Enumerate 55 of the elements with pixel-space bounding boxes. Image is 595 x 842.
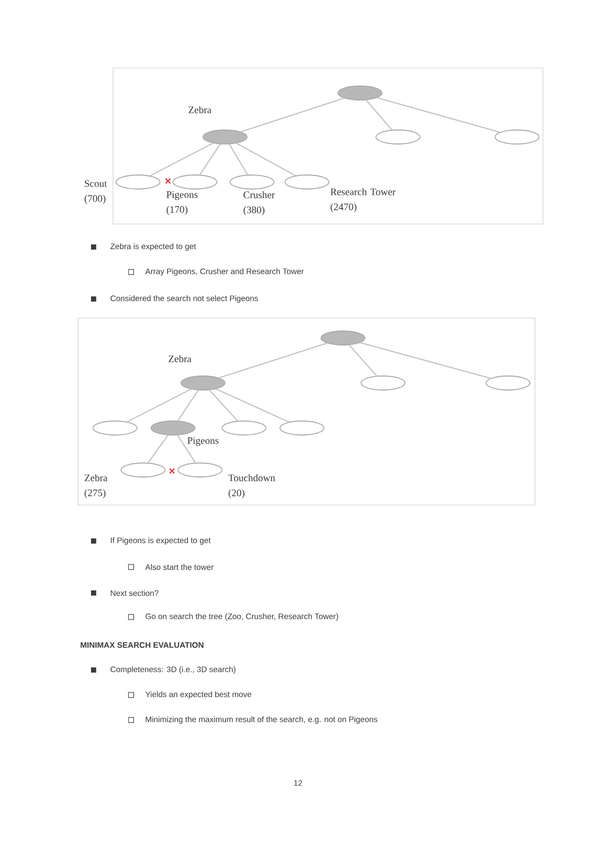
tree-branch — [216, 388, 290, 423]
tree-node — [202, 130, 248, 144]
tree-node — [92, 420, 138, 436]
tree-node — [222, 420, 266, 436]
list-item: Minimizing the maximum result of the search, e.g. not on Pigeons — [146, 716, 378, 724]
tree-node — [486, 376, 530, 390]
tree-node — [150, 420, 196, 436]
tree-node — [116, 174, 160, 190]
node-label: Crusher (380) — [244, 191, 275, 216]
node-label: Scout (700) — [84, 180, 107, 204]
list-item: Next section? — [110, 590, 158, 596]
tree-node — [376, 130, 420, 144]
tree-branch — [236, 142, 296, 176]
tree-node — [338, 86, 382, 100]
tree-branch — [240, 98, 344, 132]
tree-branch — [150, 142, 214, 176]
tree-node — [172, 174, 218, 190]
list-item: Array Pigeons, Crusher and Research Tower — [145, 268, 304, 276]
section-heading: MINIMAX SEARCH EVALUATION — [80, 642, 204, 648]
list-item: Yields an expected best move — [145, 691, 252, 699]
node-label: Pigeons — [187, 437, 218, 446]
tree-node — [180, 376, 226, 390]
tree-branch — [348, 344, 378, 376]
tree-branch — [148, 434, 168, 464]
node-label: Zebra — [188, 106, 212, 114]
tree-branch — [366, 100, 392, 130]
page-number: 12 — [294, 780, 302, 786]
tree-node — [284, 174, 330, 190]
list-item: Also start the tower — [145, 564, 214, 570]
list-item: Considered the search not select Pigeons — [110, 295, 258, 303]
list-item: If Pigeons is expected to get — [110, 537, 211, 545]
tree-branch — [209, 390, 238, 422]
tree-node — [494, 130, 540, 144]
node-label: Touchdown (20) — [228, 474, 276, 498]
tree-branch — [177, 434, 196, 464]
tree-branch — [218, 342, 328, 378]
node-label: Zebra (275) — [84, 474, 108, 498]
tree-branch — [360, 342, 491, 379]
tree-node — [178, 462, 222, 478]
list-item: Completeness: 3D (i.e., 3D search) — [110, 666, 236, 674]
tree-node — [230, 174, 274, 190]
tree-node — [280, 420, 324, 436]
node-label: Pigeons (170) — [166, 191, 198, 215]
tree-branch — [126, 388, 192, 422]
node-label: Zebra — [168, 355, 192, 362]
tree-node — [320, 330, 366, 346]
list-item: Go on search the tree (Zoo, Crusher, Research Tower) — [146, 613, 338, 621]
list-item: Zebra is expected to get — [110, 243, 196, 251]
tree-node — [360, 376, 406, 390]
tree-branch — [377, 97, 500, 133]
tree-branch — [228, 144, 248, 175]
tree-branch — [199, 144, 221, 176]
node-label: Research Tower (2470) — [330, 188, 396, 212]
tree-branch — [177, 390, 199, 422]
tree-node — [120, 462, 166, 478]
